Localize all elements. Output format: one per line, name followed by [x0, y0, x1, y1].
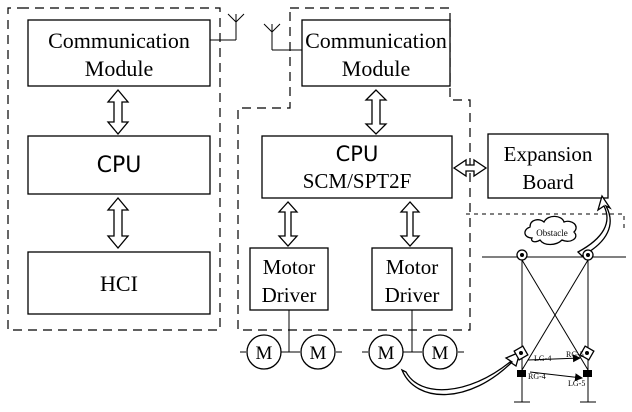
motor-2-icon: M	[300, 334, 336, 370]
motor-1-label: M	[256, 343, 273, 364]
motor-4-icon: M	[422, 334, 458, 370]
motor-2-label: M	[310, 343, 327, 364]
motor-1-icon: M	[246, 334, 282, 370]
remote-hci-label: HCI	[100, 271, 138, 296]
motor-driver-left: Motor Driver	[249, 247, 329, 311]
antenna-left-icon	[210, 13, 245, 41]
remote-comm-cpu-link	[106, 88, 130, 136]
beam-lg4-rg5	[527, 354, 581, 363]
robot-comm-module-line2: Module	[342, 56, 410, 81]
sensor-left-upper-icon	[513, 345, 529, 361]
motors-to-arena-arrow	[400, 350, 522, 396]
cpu-expansion-link	[452, 158, 488, 178]
obstacle-cloud-icon: Obstacle	[524, 215, 577, 246]
cpu-motor-left-link	[277, 201, 299, 247]
cpu-motor-right-link	[399, 201, 421, 247]
motor-driver-right: Motor Driver	[371, 247, 453, 311]
motor-driver-right-line1: Motor	[386, 255, 439, 279]
antenna-right-icon	[263, 23, 302, 51]
remote-comm-module: Communication Module	[27, 19, 211, 87]
remote-cpu-label: CPU	[97, 153, 142, 178]
remote-comm-module-line2: Module	[85, 56, 153, 81]
arena-label-rg5: RG-5	[566, 350, 584, 359]
robot-comm-module: Communication Module	[301, 19, 451, 87]
motor-driver-left-line1: Motor	[263, 255, 316, 279]
arena-illustration	[466, 213, 626, 403]
sensor-right-lower-icon	[583, 370, 592, 377]
arena-label-lg5: LG-5	[568, 379, 585, 388]
robot-comm-module-line1: Communication	[305, 28, 447, 53]
beam-rg4-lg5	[529, 371, 583, 382]
robot-boundary	[237, 7, 471, 331]
motor-3-icon: M	[368, 334, 404, 370]
expansion-board: Expansion Board	[487, 133, 609, 199]
arena-label-lg4: LG-4	[534, 354, 551, 363]
robot-cpu: CPU SCM/SPT2F	[261, 135, 453, 199]
remote-station-boundary	[7, 7, 221, 331]
sensor-right-upper-icon	[579, 345, 595, 361]
motor-driver-right-line2: Driver	[385, 283, 440, 307]
expansion-board-line2: Board	[522, 170, 574, 194]
motor-driver-left-line2: Driver	[262, 283, 317, 307]
obstacle-label: Obstacle	[536, 228, 568, 238]
arena-to-expansion-arrow	[576, 194, 612, 257]
motor-3-label: M	[378, 343, 395, 364]
remote-comm-module-line1: Communication	[48, 28, 190, 53]
arena-label-rg4: RG-4	[528, 372, 546, 381]
remote-hci: HCI	[27, 251, 211, 315]
remote-cpu-hci-link	[106, 196, 130, 250]
sensor-left-lower-icon	[517, 370, 526, 377]
expansion-board-line1: Expansion	[504, 142, 593, 166]
motor-4-label: M	[432, 343, 449, 364]
robot-cpu-label: CPU	[336, 142, 379, 166]
robot-comm-cpu-link	[364, 89, 388, 135]
remote-cpu: CPU	[27, 135, 211, 195]
robot-cpu-model: SCM/SPT2F	[303, 169, 412, 193]
